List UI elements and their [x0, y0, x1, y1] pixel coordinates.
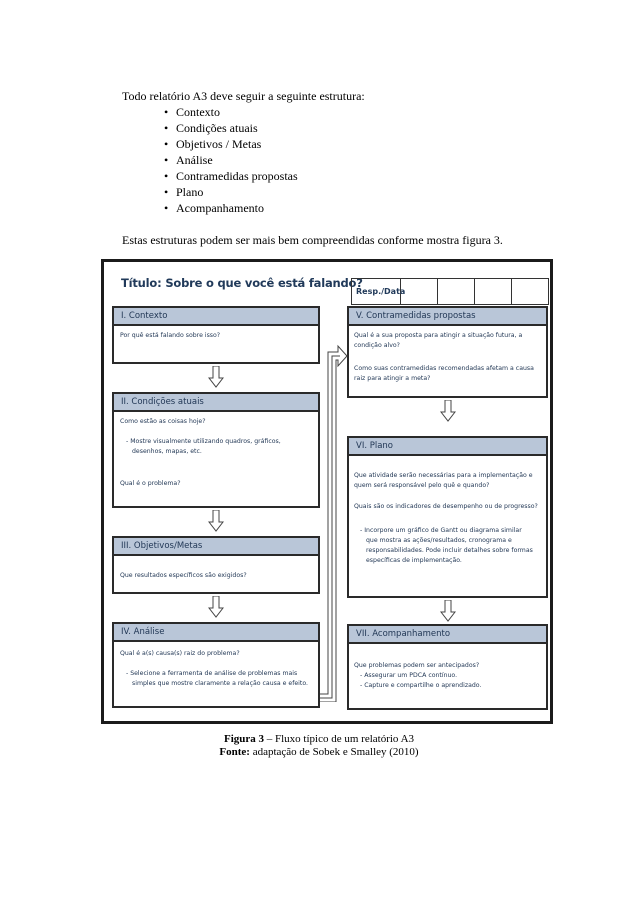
bullet-icon: • — [164, 105, 169, 119]
structure-list-item-label: Análise — [176, 153, 213, 167]
intro-lead: Todo relatório A3 deve seguir a seguinte… — [122, 89, 365, 103]
section-question: Que resultados específicos são exigidos? — [120, 572, 247, 579]
section-analise: IV. Análise Qual é a(s) causa(s) raiz do… — [112, 622, 320, 708]
section-question: Como estão as coisas hoje? — [120, 418, 206, 425]
flow-arrow-icon — [208, 366, 224, 388]
structure-list-item: • Acompanhamento — [122, 200, 365, 216]
section-question: Qual é a(s) causa(s) raiz do problema? — [120, 650, 240, 657]
section-bullet: - Incorpore um gráfico de Gantt ou diagr… — [360, 527, 522, 534]
resp-data-table: Resp./Data — [351, 278, 549, 305]
resp-cell — [512, 279, 548, 304]
section-condicoes-atuais: II. Condições atuais Como estão as coisa… — [112, 392, 320, 508]
section-bullet-cont: desenhos, mapas, etc. — [132, 448, 202, 455]
resp-cell — [438, 279, 475, 304]
caption-source-label: Fonte: — [219, 746, 250, 758]
section-header: I. Contexto — [114, 308, 318, 326]
section-question: Por quê está falando sobre isso? — [120, 332, 221, 339]
structure-list-item: • Condições atuais — [122, 120, 365, 136]
section-header: V. Contramedidas propostas — [349, 308, 546, 326]
section-bullet-cont: responsabilidades. Pode incluir detalhes… — [366, 547, 533, 554]
intro-paragraph: Estas estruturas podem ser mais bem comp… — [122, 233, 503, 247]
structure-list-item-label: Contexto — [176, 105, 220, 119]
structure-list-item-label: Acompanhamento — [176, 201, 264, 215]
section-plano: VI. Plano Que atividade serão necessária… — [347, 436, 548, 598]
section-acompanhamento: VII. Acompanhamento Que problemas podem … — [347, 624, 548, 710]
section-bullet: - Selecione a ferramenta de análise de p… — [126, 670, 298, 677]
section-question: Que problemas podem ser antecipados? — [354, 662, 480, 669]
structure-list-item-label: Plano — [176, 185, 204, 199]
caption-source-text: adaptação de Sobek e Smalley (2010) — [249, 746, 419, 758]
structure-list-item-label: Objetivos / Metas — [176, 137, 262, 151]
bullet-icon: • — [164, 201, 169, 215]
structure-list-item-label: Condições atuais — [176, 121, 258, 135]
caption-figure-text: – Fluxo típico de um relatório A3 — [264, 733, 415, 745]
a3-report-figure: Título: Sobre o que você está falando? R… — [101, 259, 553, 724]
section-header: VI. Plano — [349, 438, 546, 456]
section-header: IV. Análise — [114, 624, 318, 642]
section-objetivos-metas: III. Objetivos/Metas Que resultados espe… — [112, 536, 320, 594]
section-question-cont: quem será responsável pelo quê e quando? — [354, 482, 490, 489]
section-bullet-cont: que mostra as ações/resultados, cronogra… — [366, 537, 512, 544]
section-question-cont: condição alvo? — [354, 342, 400, 349]
section-bullet: - Assegurar um PDCA contínuo. — [360, 672, 458, 679]
section-question: Como suas contramedidas recomendadas afe… — [354, 365, 534, 372]
structure-list-item: • Contramedidas propostas — [122, 168, 365, 184]
bullet-icon: • — [164, 185, 169, 199]
figure-title: Título: Sobre o que você está falando? — [121, 276, 363, 290]
intro-block: Todo relatório A3 deve seguir a seguinte… — [122, 88, 365, 216]
bullet-icon: • — [164, 153, 169, 167]
section-question: Qual é a sua proposta para atingir a sit… — [354, 332, 523, 339]
figure-caption: Figura 3 – Fluxo típico de um relatório … — [0, 733, 638, 746]
caption-figure-label: Figura 3 — [223, 733, 264, 745]
section-question-cont: raiz para atingir a meta? — [354, 375, 431, 382]
section-header: VII. Acompanhamento — [349, 626, 546, 644]
structure-list-item-label: Contramedidas propostas — [176, 169, 298, 183]
figure-source: Fonte: adaptação de Sobek e Smalley (201… — [0, 746, 638, 759]
structure-list: • Contexto • Condições atuais • Objetivos / M… — [122, 104, 365, 216]
resp-cell — [401, 279, 438, 304]
flow-arrow-icon — [208, 596, 224, 618]
section-contexto: I. Contexto Por quê está falando sobre i… — [112, 306, 320, 364]
structure-list-item: • Plano — [122, 184, 365, 200]
section-bullet-cont: simples que mostre claramente a relação … — [132, 680, 308, 687]
bullet-icon: • — [164, 121, 169, 135]
section-bullet: - Mostre visualmente utilizando quadros,… — [126, 438, 281, 445]
section-question: Quais são os indicadores de desempenho o… — [354, 503, 538, 510]
resp-cell — [475, 279, 512, 304]
bullet-icon: • — [164, 169, 169, 183]
connector-arrow-icon — [320, 344, 348, 702]
structure-list-item: • Contexto — [122, 104, 365, 120]
flow-arrow-icon — [440, 400, 456, 422]
section-question: Qual é o problema? — [120, 480, 181, 487]
section-bullet-cont: específicas de implementação. — [366, 557, 462, 564]
structure-list-item: • Análise — [122, 152, 365, 168]
section-question: Que atividade serão necessárias para a i… — [354, 472, 533, 479]
resp-data-label: Resp./Data — [352, 279, 405, 304]
flow-arrow-icon — [208, 510, 224, 532]
section-bullet: - Capture e compartilhe o aprendizado. — [360, 682, 482, 689]
section-header: III. Objetivos/Metas — [114, 538, 318, 556]
section-header: II. Condições atuais — [114, 394, 318, 412]
bullet-icon: • — [164, 137, 169, 151]
flow-arrow-icon — [440, 600, 456, 622]
section-contramedidas: V. Contramedidas propostas Qual é a sua … — [347, 306, 548, 398]
structure-list-item: • Objetivos / Metas — [122, 136, 365, 152]
